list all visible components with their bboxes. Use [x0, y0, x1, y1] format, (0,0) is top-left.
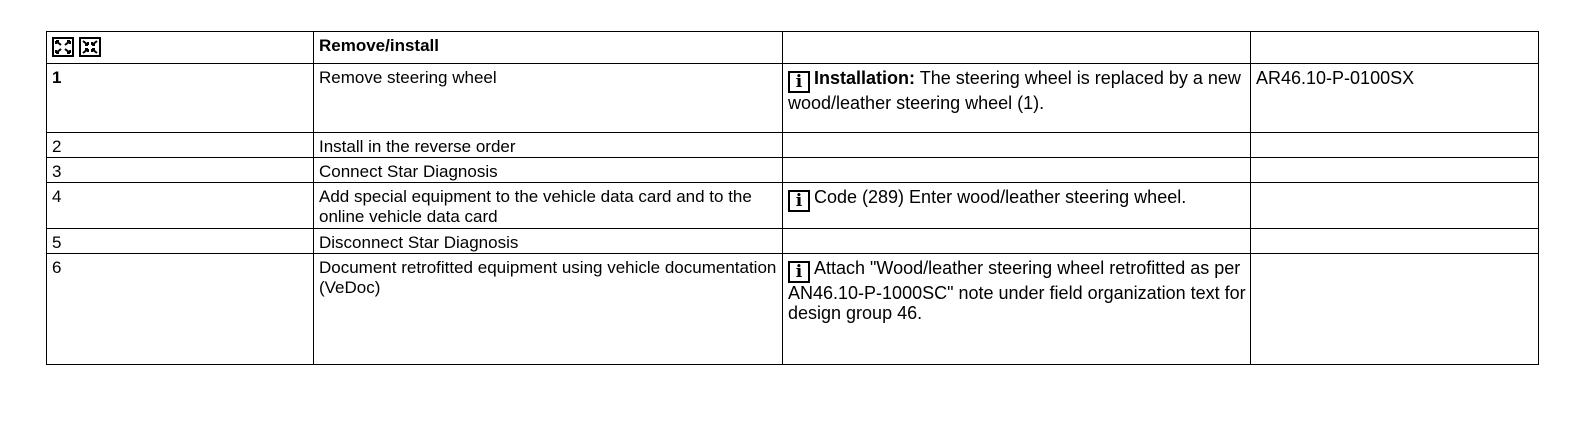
step-action: Connect Star Diagnosis — [313, 157, 783, 183]
step-action: Add special equipment to the vehicle dat… — [313, 182, 783, 229]
step-note — [782, 157, 1251, 183]
step-number: 5 — [46, 228, 314, 254]
step-reference — [1250, 132, 1539, 158]
step-reference — [1250, 157, 1539, 183]
collapse-icon[interactable] — [79, 36, 101, 57]
step-number: 1 — [46, 63, 314, 133]
table-row: 2 Install in the reverse order — [46, 132, 1539, 158]
table-row: 4 Add special equipment to the vehicle d… — [46, 182, 1539, 229]
note-label: Installation: — [814, 68, 916, 88]
header-title: Remove/install — [313, 31, 783, 64]
header-empty-cell — [782, 31, 1251, 64]
work-steps-table: Remove/install 1 Remove steering wheel i… — [46, 31, 1539, 365]
table-row: 6 Document retrofitted equipment using v… — [46, 253, 1539, 365]
step-reference — [1250, 228, 1539, 254]
table-row: 3 Connect Star Diagnosis — [46, 157, 1539, 183]
expand-icon[interactable] — [52, 36, 74, 57]
step-number: 6 — [46, 253, 314, 365]
step-reference — [1250, 182, 1539, 229]
header-icon-cell — [46, 31, 314, 64]
info-icon: i — [788, 261, 810, 283]
step-action: Install in the reverse order — [313, 132, 783, 158]
note-body: The steering wheel is replaced by a new … — [788, 68, 1241, 113]
step-action: Document retrofitted equipment using veh… — [313, 253, 783, 365]
step-note — [782, 228, 1251, 254]
step-note — [782, 132, 1251, 158]
step-reference — [1250, 253, 1539, 365]
step-number: 2 — [46, 132, 314, 158]
note-body: Code (289) Enter wood/leather steering w… — [814, 187, 1187, 207]
header-empty-cell — [1250, 31, 1539, 64]
step-number: 3 — [46, 157, 314, 183]
step-action: Remove steering wheel — [313, 63, 783, 133]
step-action: Disconnect Star Diagnosis — [313, 228, 783, 254]
table-header-row: Remove/install — [46, 31, 1539, 64]
step-reference-link[interactable]: AR46.10-P-0100SX — [1250, 63, 1539, 133]
info-icon: i — [788, 71, 810, 93]
table-row: 5 Disconnect Star Diagnosis — [46, 228, 1539, 254]
info-icon: i — [788, 190, 810, 212]
step-number: 4 — [46, 182, 314, 229]
note-body: Attach "Wood/leather steering wheel retr… — [788, 258, 1246, 323]
